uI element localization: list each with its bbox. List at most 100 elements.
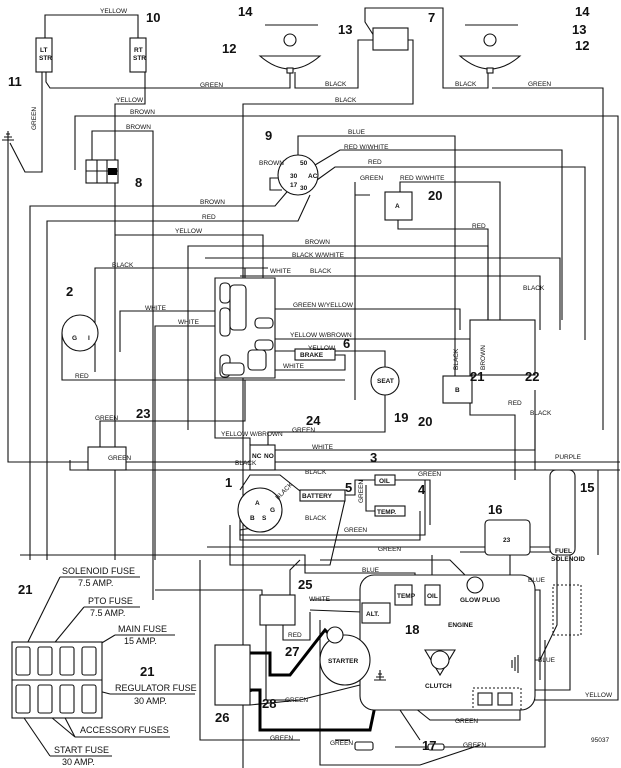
oil-sensor (374, 474, 396, 486)
relay-20-lower (442, 375, 473, 404)
fuel-solenoid-connector (552, 584, 582, 636)
fuse-label: MAIN FUSE (118, 624, 167, 634)
callout-28: 28 (262, 696, 276, 711)
connector-plug (219, 307, 231, 337)
callout-12: 12 (222, 41, 236, 56)
callout-21: 21 (470, 369, 484, 384)
wire-label: GREEN (360, 175, 383, 182)
wire-label: BLACK (455, 81, 477, 88)
terminal-label: S (262, 515, 267, 522)
callout-27: 27 (285, 644, 299, 659)
wire (492, 87, 604, 430)
connector-plug (229, 284, 247, 331)
component-label: LT (40, 47, 47, 54)
callout-14: 14 (575, 4, 590, 19)
component-label: RT (134, 47, 143, 54)
fuse-label: 30 AMP. (134, 696, 167, 706)
connector-plug (254, 339, 274, 351)
wire-label: GREEN (95, 415, 118, 422)
fuse (81, 646, 97, 676)
fuse-label: REGULATOR FUSE (115, 683, 197, 693)
callout-8: 8 (135, 175, 142, 190)
callout-3: 3 (370, 450, 377, 465)
wire (320, 559, 466, 576)
wire-label: YELLOW W/BROWN (290, 332, 352, 339)
callout-14: 14 (238, 4, 253, 19)
headlight-reflector (458, 55, 522, 70)
wire (289, 559, 301, 600)
wire (399, 181, 501, 330)
callout-16: 16 (488, 502, 502, 517)
fuse-label: 15 AMP. (124, 636, 157, 646)
wire-label: YELLOW W/BROWN (221, 431, 283, 438)
wire (61, 333, 345, 381)
component-label: OIL (427, 593, 438, 600)
terminal-label: 17 (290, 182, 298, 189)
terminal-label: G (72, 335, 77, 342)
wire-label: RED (508, 400, 522, 407)
callout-21: 21 (18, 582, 32, 597)
wire-label: BLACK (112, 262, 134, 269)
connector-plug (254, 317, 274, 329)
brake-switch (294, 348, 336, 361)
wire-label: BLACK (530, 410, 552, 417)
callout-11: 11 (8, 74, 22, 89)
wire-label: YELLOW (308, 345, 336, 352)
wire (19, 711, 51, 757)
wire (154, 325, 215, 560)
relay-20-upper (384, 191, 413, 221)
wire-label: GREEN (200, 82, 223, 89)
terminal-label: 50 (300, 160, 308, 167)
wire-label: BLACK (305, 515, 327, 522)
wire-label: GREEN (455, 718, 478, 725)
connector-plug (247, 349, 267, 371)
key-switch (237, 487, 283, 533)
wire (9, 72, 43, 173)
regulator-16 (484, 519, 531, 556)
component-label: BRAKE (300, 352, 324, 359)
wire (250, 627, 337, 677)
wire (268, 308, 461, 330)
fuse (15, 684, 31, 714)
fuse (37, 646, 53, 676)
fuse-label: START FUSE (54, 745, 109, 755)
drawing-number: 95037 (591, 737, 609, 744)
callout-9: 9 (265, 128, 272, 143)
wire-label: RED (75, 373, 89, 380)
wire (119, 310, 215, 352)
engine-oil-sender (424, 584, 441, 606)
wire-label: WHITE (178, 319, 200, 326)
terminal-label: B (250, 515, 255, 522)
callout-15: 15 (580, 480, 594, 495)
wire-label: WHITE (312, 444, 334, 451)
wire (99, 380, 246, 447)
wire (29, 185, 293, 560)
component-label: BATTERY (302, 493, 333, 500)
component-label: 23 (503, 537, 511, 544)
wire (114, 72, 146, 560)
wire (309, 149, 563, 320)
fuse-label: SOLENOID FUSE (62, 566, 135, 576)
wire (115, 234, 264, 280)
wire-label: GREEN W/YELLOW (293, 302, 354, 309)
wire (214, 372, 251, 445)
wire (364, 7, 489, 89)
ground-engine-icon (511, 655, 519, 673)
callout-1: 1 (225, 475, 232, 490)
wire (44, 14, 139, 40)
wire-label: BLACK W/WHITE (292, 252, 345, 259)
wire-label: BROWN (305, 239, 330, 246)
wire-label: BLACK (453, 348, 460, 370)
component-label: STARTER (328, 658, 359, 665)
wire (294, 39, 374, 89)
wire-label: GREEN (292, 427, 315, 434)
component-label: FUEL (555, 548, 572, 555)
wire-label: GREEN (378, 546, 401, 553)
starter-solenoid (326, 626, 344, 644)
wire (309, 166, 586, 340)
callout-22: 22 (525, 369, 539, 384)
callout-19: 19 (394, 410, 408, 425)
wire (94, 267, 246, 372)
callout-2: 2 (66, 284, 73, 299)
